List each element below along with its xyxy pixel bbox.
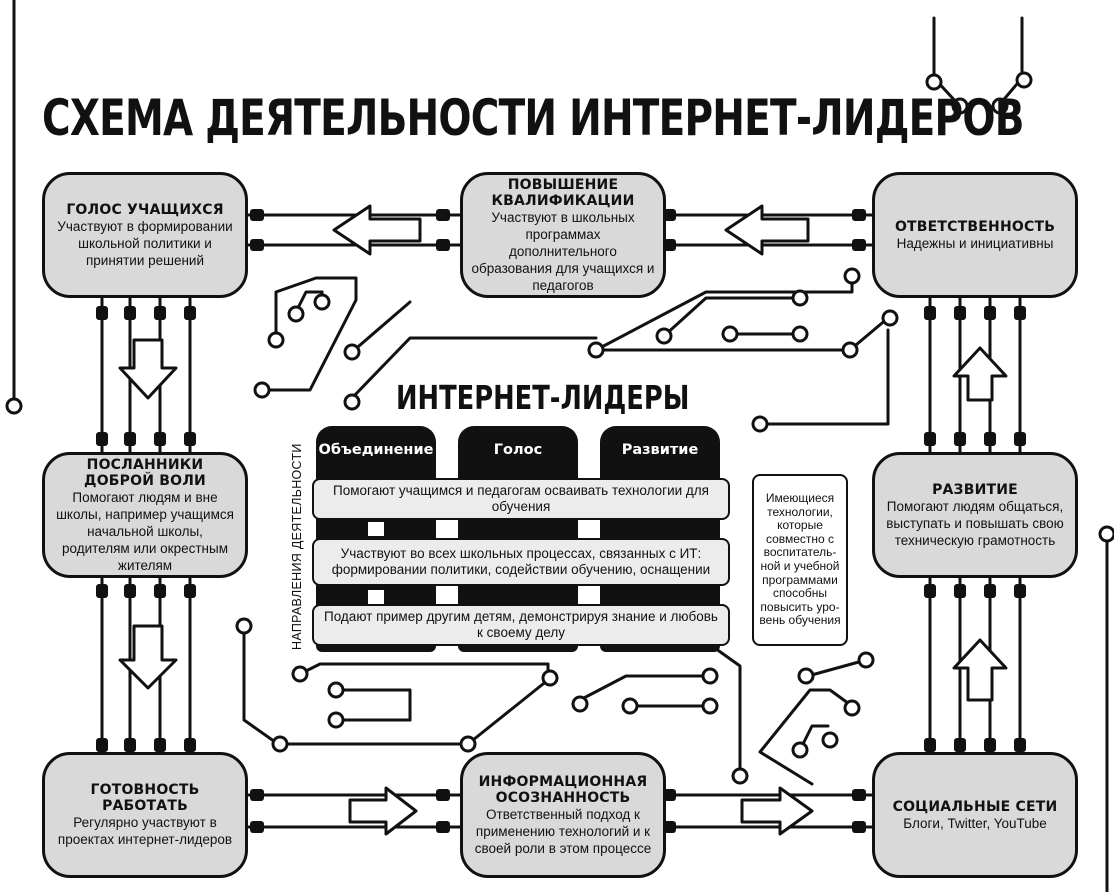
column-gap: [582, 590, 598, 604]
node-heading: ИНФОРМАЦИОННАЯ ОСОЗНАННОСТЬ: [478, 773, 648, 806]
node-heading: ПОВЫШЕНИЕ КВАЛИФИКАЦИИ: [491, 176, 635, 209]
node-goodwill-ambassadors: ПОСЛАННИКИ ДОБРОЙ ВОЛИ Помогают людям и …: [42, 452, 248, 578]
center-title: ИНТЕРНЕТ-ЛИДЕРЫ: [396, 378, 690, 417]
column-gap: [368, 522, 384, 536]
node-text: Ответственный подход к применению технол…: [474, 806, 652, 856]
activity-row: Подают пример другим детям, демонстрируя…: [312, 604, 730, 646]
column-header: Объединение: [318, 442, 434, 458]
node-text: Участвуют в формировании школьной полити…: [57, 218, 233, 268]
node-text: Регулярно участвуют в проектах интернет-…: [57, 815, 233, 847]
node-readiness: ГОТОВНОСТЬ РАБОТАТЬ Регулярно участвуют …: [42, 752, 248, 878]
node-student-voice: ГОЛОС УЧАЩИХСЯ Участвуют в формировании …: [42, 172, 248, 298]
node-responsibility: ОТВЕТСТВЕННОСТЬ Надежны и инициативны: [872, 172, 1078, 298]
node-info-awareness: ИНФОРМАЦИОННАЯ ОСОЗНАННОСТЬ Ответственны…: [460, 752, 666, 878]
node-heading: ГОТОВНОСТЬ РАБОТАТЬ: [90, 782, 200, 814]
node-text: Надежны и инициативны: [896, 235, 1054, 251]
page-title: СХЕМА ДЕЯТЕЛЬНОСТИ ИНТЕРНЕТ-ЛИДЕРОВ: [42, 89, 1024, 147]
node-heading: ГОЛОС УЧАЩИХСЯ: [66, 201, 224, 218]
activity-row: Участвуют во всех школьных процессах, св…: [312, 538, 730, 586]
node-development: РАЗВИТИЕ Помогают людям общаться, выступ…: [872, 452, 1078, 578]
column-gap: [582, 522, 598, 536]
column-gap: [440, 522, 456, 536]
column-header: Развитие: [621, 442, 699, 458]
column-gap: [440, 590, 456, 604]
column-gap: [368, 590, 384, 604]
node-heading: ПОСЛАННИКИ ДОБРОЙ ВОЛИ: [84, 456, 206, 489]
node-text: Блоги, Twitter, YouTube: [903, 815, 1047, 831]
node-heading: ОТВЕТСТВЕННОСТЬ: [894, 218, 1056, 235]
node-text: Участвуют в школьных программах дополнит…: [471, 209, 655, 293]
node-text: Помогают людям общаться, выступать и пов…: [886, 498, 1064, 548]
activity-directions-label: НАПРАВЛЕНИЯ ДЕЯТЕЛЬНОСТИ: [290, 443, 304, 650]
column-header: Голос: [493, 442, 543, 458]
node-heading: СОЦИАЛЬНЫЕ СЕТИ: [892, 798, 1058, 815]
node-social-networks: СОЦИАЛЬНЫЕ СЕТИ Блоги, Twitter, YouTube: [872, 752, 1078, 878]
node-heading: РАЗВИТИЕ: [932, 481, 1018, 498]
node-qualification: ПОВЫШЕНИЕ КВАЛИФИКАЦИИ Участвуют в школь…: [460, 172, 666, 298]
node-text: Помогают людям и вне школы, например уча…: [56, 489, 234, 573]
activity-row: Помогают учащимся и педагогам осваивать …: [312, 478, 730, 520]
side-note: Имеющиеся технологии, которые совместно …: [752, 474, 848, 646]
